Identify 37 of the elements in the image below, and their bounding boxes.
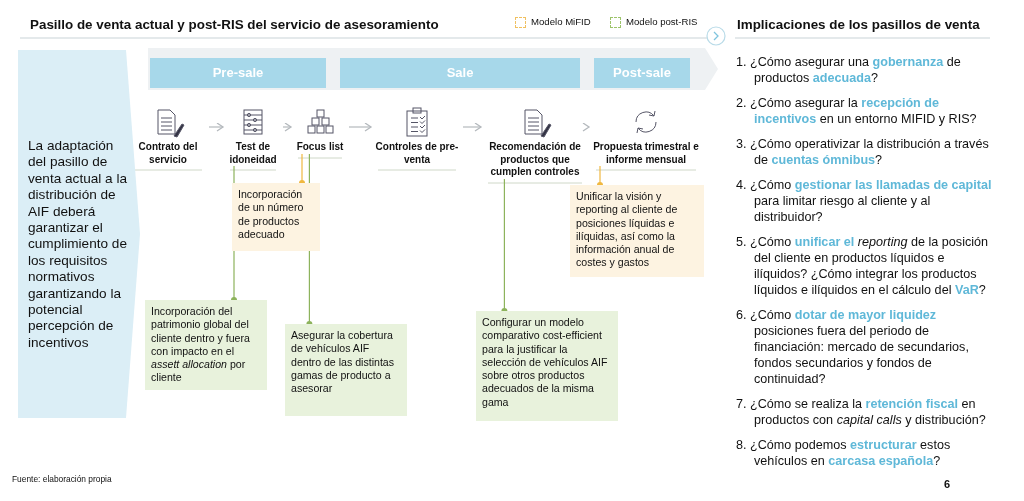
- leader-line: [597, 165, 603, 188]
- question-text: 5. ¿Cómo unificar el reporting de la posición del cliente en productos líquidos e ilíquidos? ¿Cómo integrar los productos líquidos e ilíquidos en el cálculo del VaR?: [736, 234, 990, 298]
- callout-box: Configurar un modelo comparativo cost-efficient para la justificar la selección de vehículos AIF sobre otros productos adecuados de la misma gama: [476, 311, 618, 421]
- leader-line: [299, 153, 305, 186]
- callout-box: Incorporación de un número de productos adecuado: [232, 183, 320, 251]
- source-note: Fuente: elaboración propia: [12, 474, 112, 484]
- title: Pasillo de venta actual y post-RIS del servicio de asesoramiento: [30, 17, 439, 32]
- question-text: 3. ¿Cómo operativizar la distribución a través de cuentas ómnibus?: [736, 136, 990, 168]
- question-text: 7. ¿Cómo se realiza la retención fiscal en productos con capital calls y distribución?: [736, 396, 987, 428]
- callout-box: Unificar la visión y reporting al cliente de posiciones líquidas e ilíquidas, así como la información anual de costes y gastos: [570, 185, 704, 277]
- step-label: Controles de pre-venta: [374, 141, 460, 166]
- question-text: 6. ¿Cómo dotar de mayor liquidez posiciones fuera del periodo de financiación: mercado de secundarios, fondos secundarios y fondos de continuidad?: [736, 307, 970, 387]
- question-text: 8. ¿Cómo podemos estructurar estos vehículos en carcasa española?: [736, 437, 952, 469]
- question-text: 1. ¿Cómo asegurar una gobernanza de productos adecuada?: [736, 54, 962, 86]
- phase-band: Pre-sale: [150, 58, 326, 88]
- panel-text: La adaptación del pasillo de venta actual a la distribución de AIF deberá garantizar el cumplimiento de los requisitos normativos garantizando la potencial percepción de incentivos: [28, 138, 128, 352]
- phase-band: Sale: [340, 58, 580, 88]
- callout-box: Asegurar la cobertura de vehículos AIF dentro de las distintas gamas de producto a asesorar: [285, 324, 407, 416]
- arrow: [462, 122, 482, 132]
- section-heading: Implicaciones de los pasillos de venta: [737, 17, 980, 32]
- page-number: 6: [944, 478, 951, 490]
- phase-band: Post-sale: [594, 58, 690, 88]
- arrow: [208, 122, 224, 132]
- question-text: 2. ¿Cómo asegurar la recepción de incentivos en un entorno MIFID y RIS?: [736, 95, 978, 127]
- step-label: Test de idoneidad: [228, 141, 278, 166]
- legend-text: Modelo MiFID: [531, 16, 591, 27]
- question-text: 4. ¿Cómo gestionar las llamadas de capital para limitar riesgo al cliente y al distribuidor?: [736, 177, 993, 225]
- callout-box: Incorporación del patrimonio global del cliente dentro y fuera con impacto en el assett allocation por cliente: [145, 300, 267, 390]
- step-label: Focus list: [295, 141, 345, 154]
- step-label: Recomendación de productos que cumplen controles: [488, 141, 582, 179]
- arrow: [582, 123, 590, 132]
- step-label: Propuesta trimestral e informe mensual: [592, 141, 700, 166]
- leader-line: [501, 178, 508, 314]
- arrow: [282, 122, 292, 132]
- arrow: [348, 122, 372, 132]
- step-label: Contrato del servicio: [137, 141, 199, 166]
- legend-text: Modelo post-RIS: [626, 16, 698, 27]
